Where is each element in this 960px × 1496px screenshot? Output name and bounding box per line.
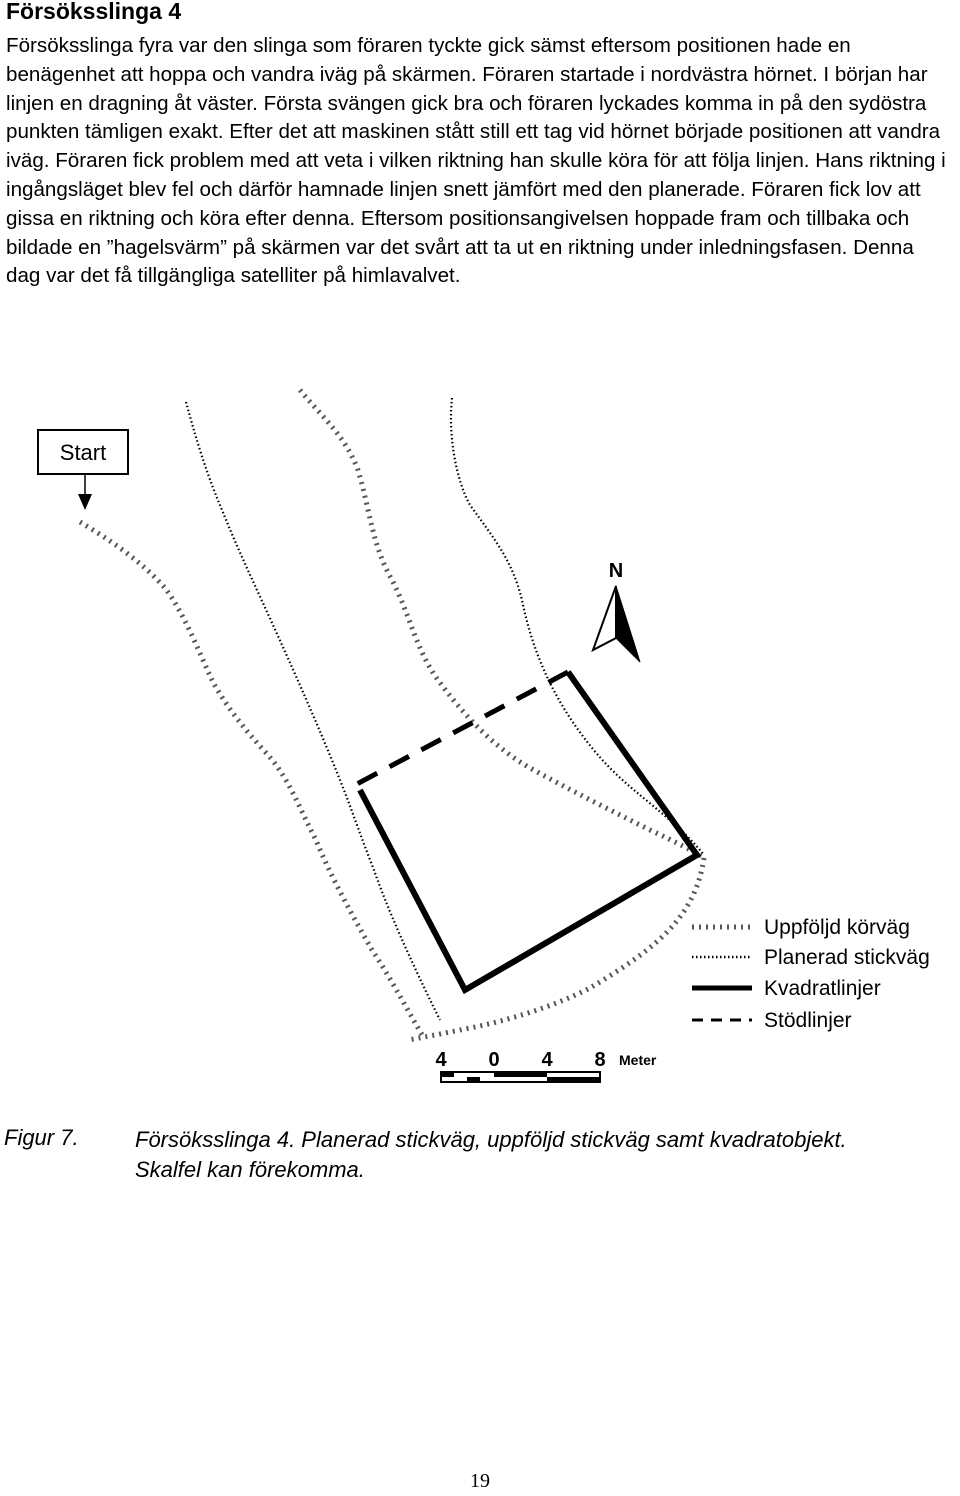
- page-number: 19: [470, 1470, 490, 1492]
- scale-tick-4: 8: [594, 1049, 605, 1071]
- north-label: N: [609, 560, 623, 582]
- scale-bar: 4 0 4 8 Meter: [435, 1049, 657, 1083]
- scale-unit: Meter: [619, 1052, 657, 1068]
- scale-tick-1: 4: [435, 1049, 447, 1071]
- start-label: Start: [60, 440, 106, 465]
- scale-tick-3: 4: [541, 1049, 553, 1071]
- figure-caption-label: Figur 7.: [4, 1125, 79, 1150]
- followed-track-south: [407, 857, 707, 1043]
- support-line: [353, 669, 570, 788]
- scale-tick-2: 0: [488, 1049, 499, 1071]
- section-heading: Försöksslinga 4: [6, 0, 182, 24]
- legend-support-lines: Stödlinjer: [764, 1009, 852, 1032]
- followed-track-loop: [298, 388, 706, 861]
- followed-track-west: [78, 519, 427, 1040]
- figure-caption-text: Försöksslinga 4. Planerad stickväg, uppf…: [135, 1127, 847, 1182]
- legend-planned-track: Planerad stickväg: [764, 946, 930, 969]
- track-map-figure: Start N Uppföljd körväg Planerad stickvä…: [0, 360, 960, 1100]
- legend-square-lines: Kvadratlinjer: [764, 977, 881, 1000]
- planned-track-west: [184, 401, 441, 1021]
- body-paragraph: Försöksslinga fyra var den slinga som fö…: [6, 34, 946, 288]
- legend: Uppföljd körväg Planerad stickväg Kvadra…: [692, 916, 930, 1032]
- north-arrow-icon: N: [591, 560, 641, 663]
- square-lines: [357, 670, 702, 995]
- start-marker: Start: [37, 429, 129, 510]
- legend-followed-track: Uppföljd körväg: [764, 916, 910, 939]
- planned-track-east: [449, 397, 705, 856]
